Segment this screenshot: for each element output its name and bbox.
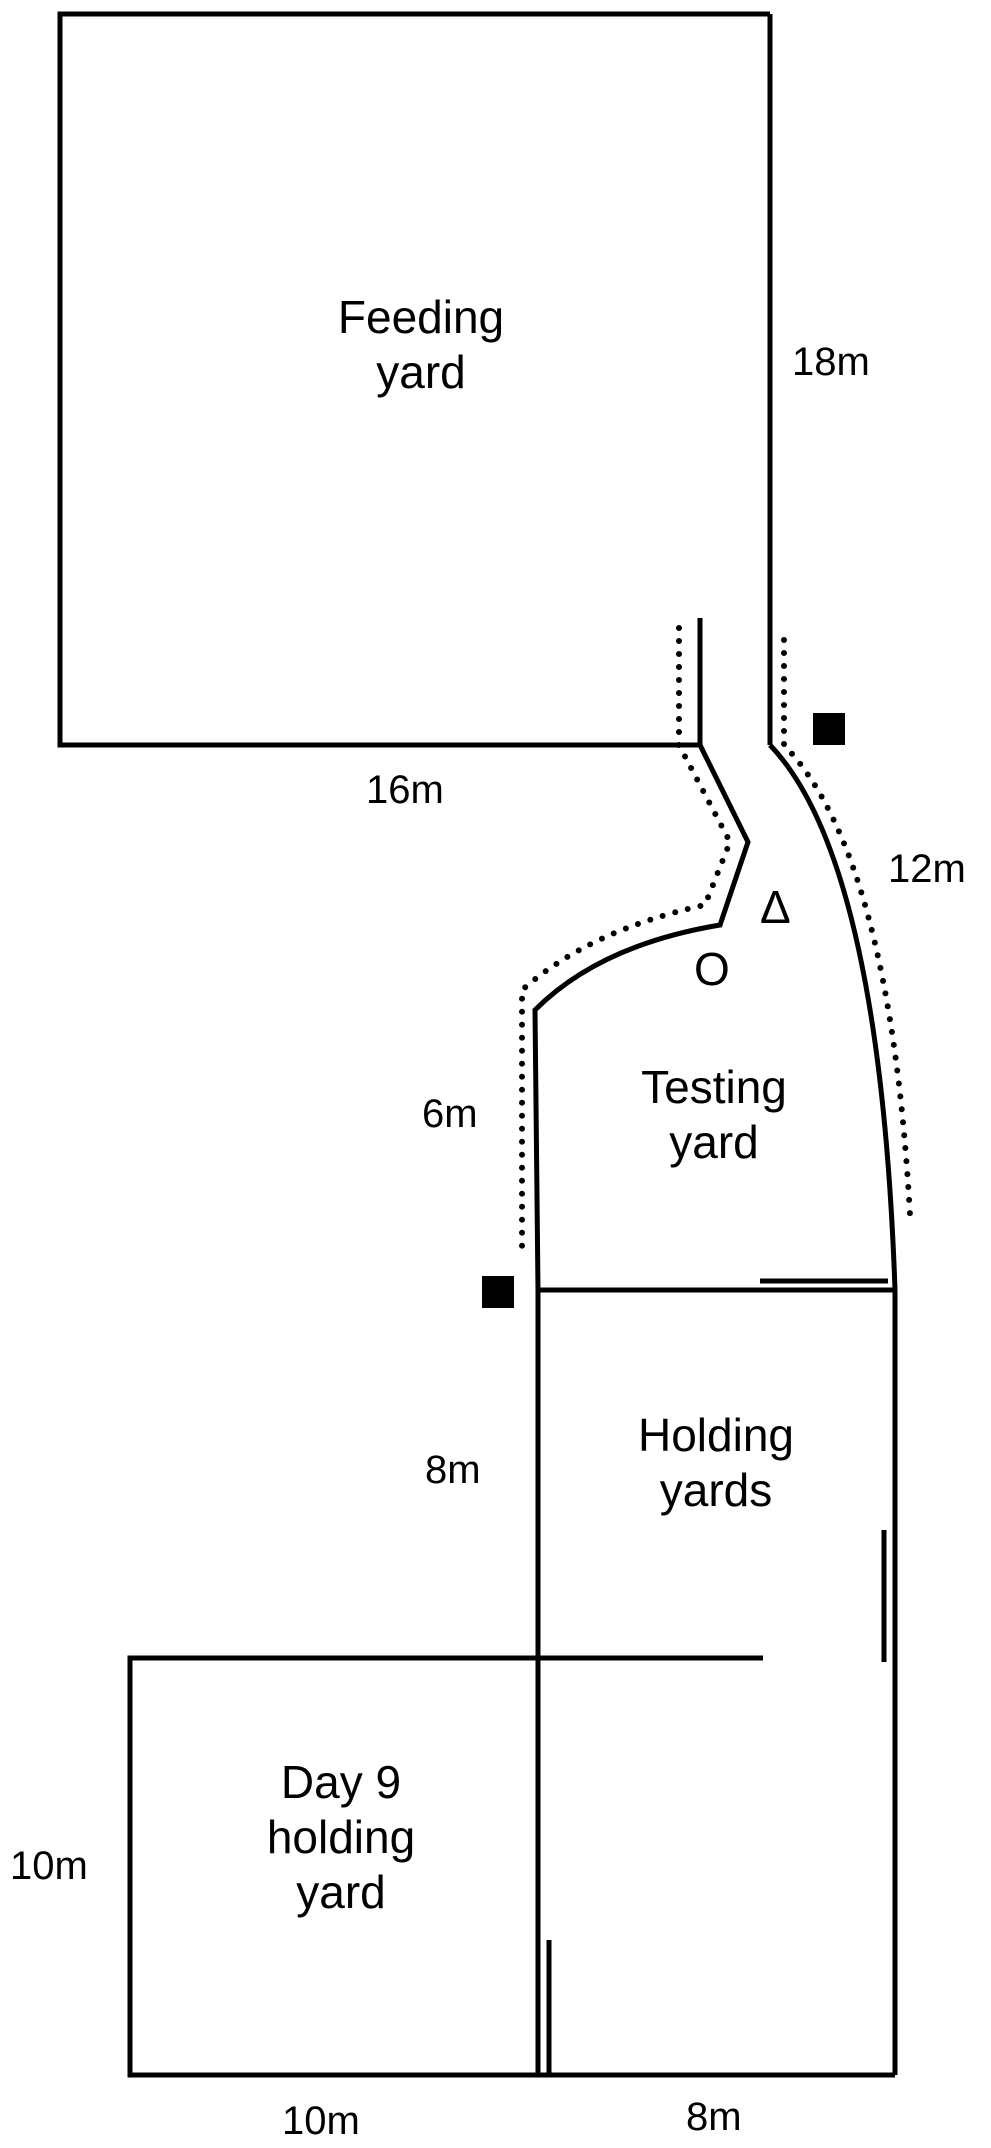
holding-yards-label-line1: Holding [638, 1409, 794, 1461]
feeding-yard-label-line1: Feeding [337, 291, 505, 343]
dim-feeding-right: 18m [792, 340, 870, 384]
dim-day9-bottom: 10m [282, 2099, 360, 2143]
day9-yard-label-line2: holding [266, 1811, 416, 1864]
feeding-yard-label: Feeding yard [338, 290, 504, 400]
dim-holding-left: 8m [425, 1448, 481, 1492]
race-left-wall [532, 743, 751, 1291]
feeding-yard-outline [57, 11, 770, 748]
race-right-wall [768, 743, 898, 1291]
holding-yards-label: Holding yards [638, 1408, 794, 1518]
dim-feeding-bottom: 16m [366, 768, 444, 812]
dim-day9-left: 10m [10, 1844, 88, 1888]
feeding-yard-label-line2: yard [376, 346, 466, 399]
day9-yard-label-line3: yard [296, 1866, 386, 1919]
day9-yard-outline [127, 1655, 895, 2078]
screen-race-right [781, 637, 913, 1218]
holding-yards-label-line2: yards [659, 1464, 773, 1517]
testing-yard-label-line2: yard [669, 1116, 759, 1169]
circle-position-marker: O [694, 943, 730, 995]
testing-yard-label: Testing yard [641, 1060, 787, 1170]
dim-holding-bottom: 8m [686, 2095, 742, 2139]
dim-race-right: 12m [888, 847, 966, 891]
observer-square-bottom [482, 1276, 514, 1308]
dim-testing-left: 6m [422, 1092, 478, 1136]
day9-yard-label: Day 9 holding yard [267, 1755, 415, 1921]
triangle-position-marker: Δ [760, 881, 791, 933]
testing-yard-label-line1: Testing [641, 1061, 787, 1113]
day9-yard-label-line1: Day 9 [280, 1756, 402, 1808]
observer-square-top [813, 713, 845, 745]
screen-race-left [519, 625, 734, 1258]
